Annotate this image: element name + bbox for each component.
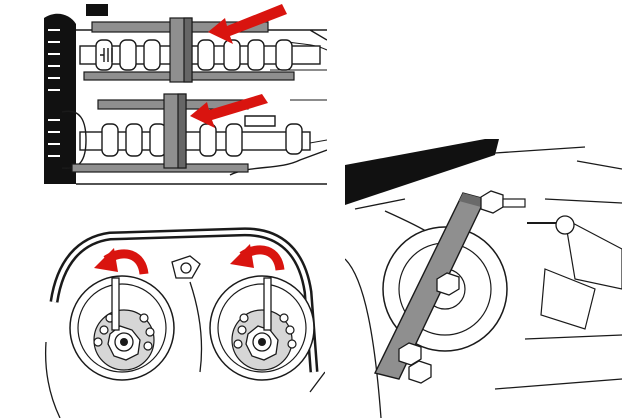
tensioner-tool-drawing [345,139,622,418]
lower-tool-arrow [190,94,268,128]
left-rotation-arrow [94,248,149,275]
sprocket-rotation-panel [40,222,325,418]
lower-camshaft [61,110,311,169]
camshaft-locking-panel [40,0,327,190]
upper-bolt [480,190,526,214]
upper-locking-bar [83,17,295,83]
engine-cover-shroud [345,139,499,205]
tensioner-locking-plate [373,192,486,380]
lower-bolt [398,342,432,384]
lower-locking-bar [71,93,249,173]
sprocket-rotation-drawing [44,227,325,418]
right-camshaft-sprocket [209,275,315,381]
upper-camshaft [79,39,321,71]
tensioner-tool-panel [345,139,622,418]
right-rotation-arrow [230,244,285,271]
belt-teeth [48,29,60,157]
left-camshaft-sprocket [69,275,175,381]
engine-housing-outline [345,146,622,418]
adjustment-pin [527,215,575,235]
camshaft-locking-drawing [44,4,327,185]
middle-bolt [436,272,460,296]
upper-tool-arrow [208,4,287,44]
engine-casting-outline [44,255,325,418]
timing-belt [44,13,76,185]
